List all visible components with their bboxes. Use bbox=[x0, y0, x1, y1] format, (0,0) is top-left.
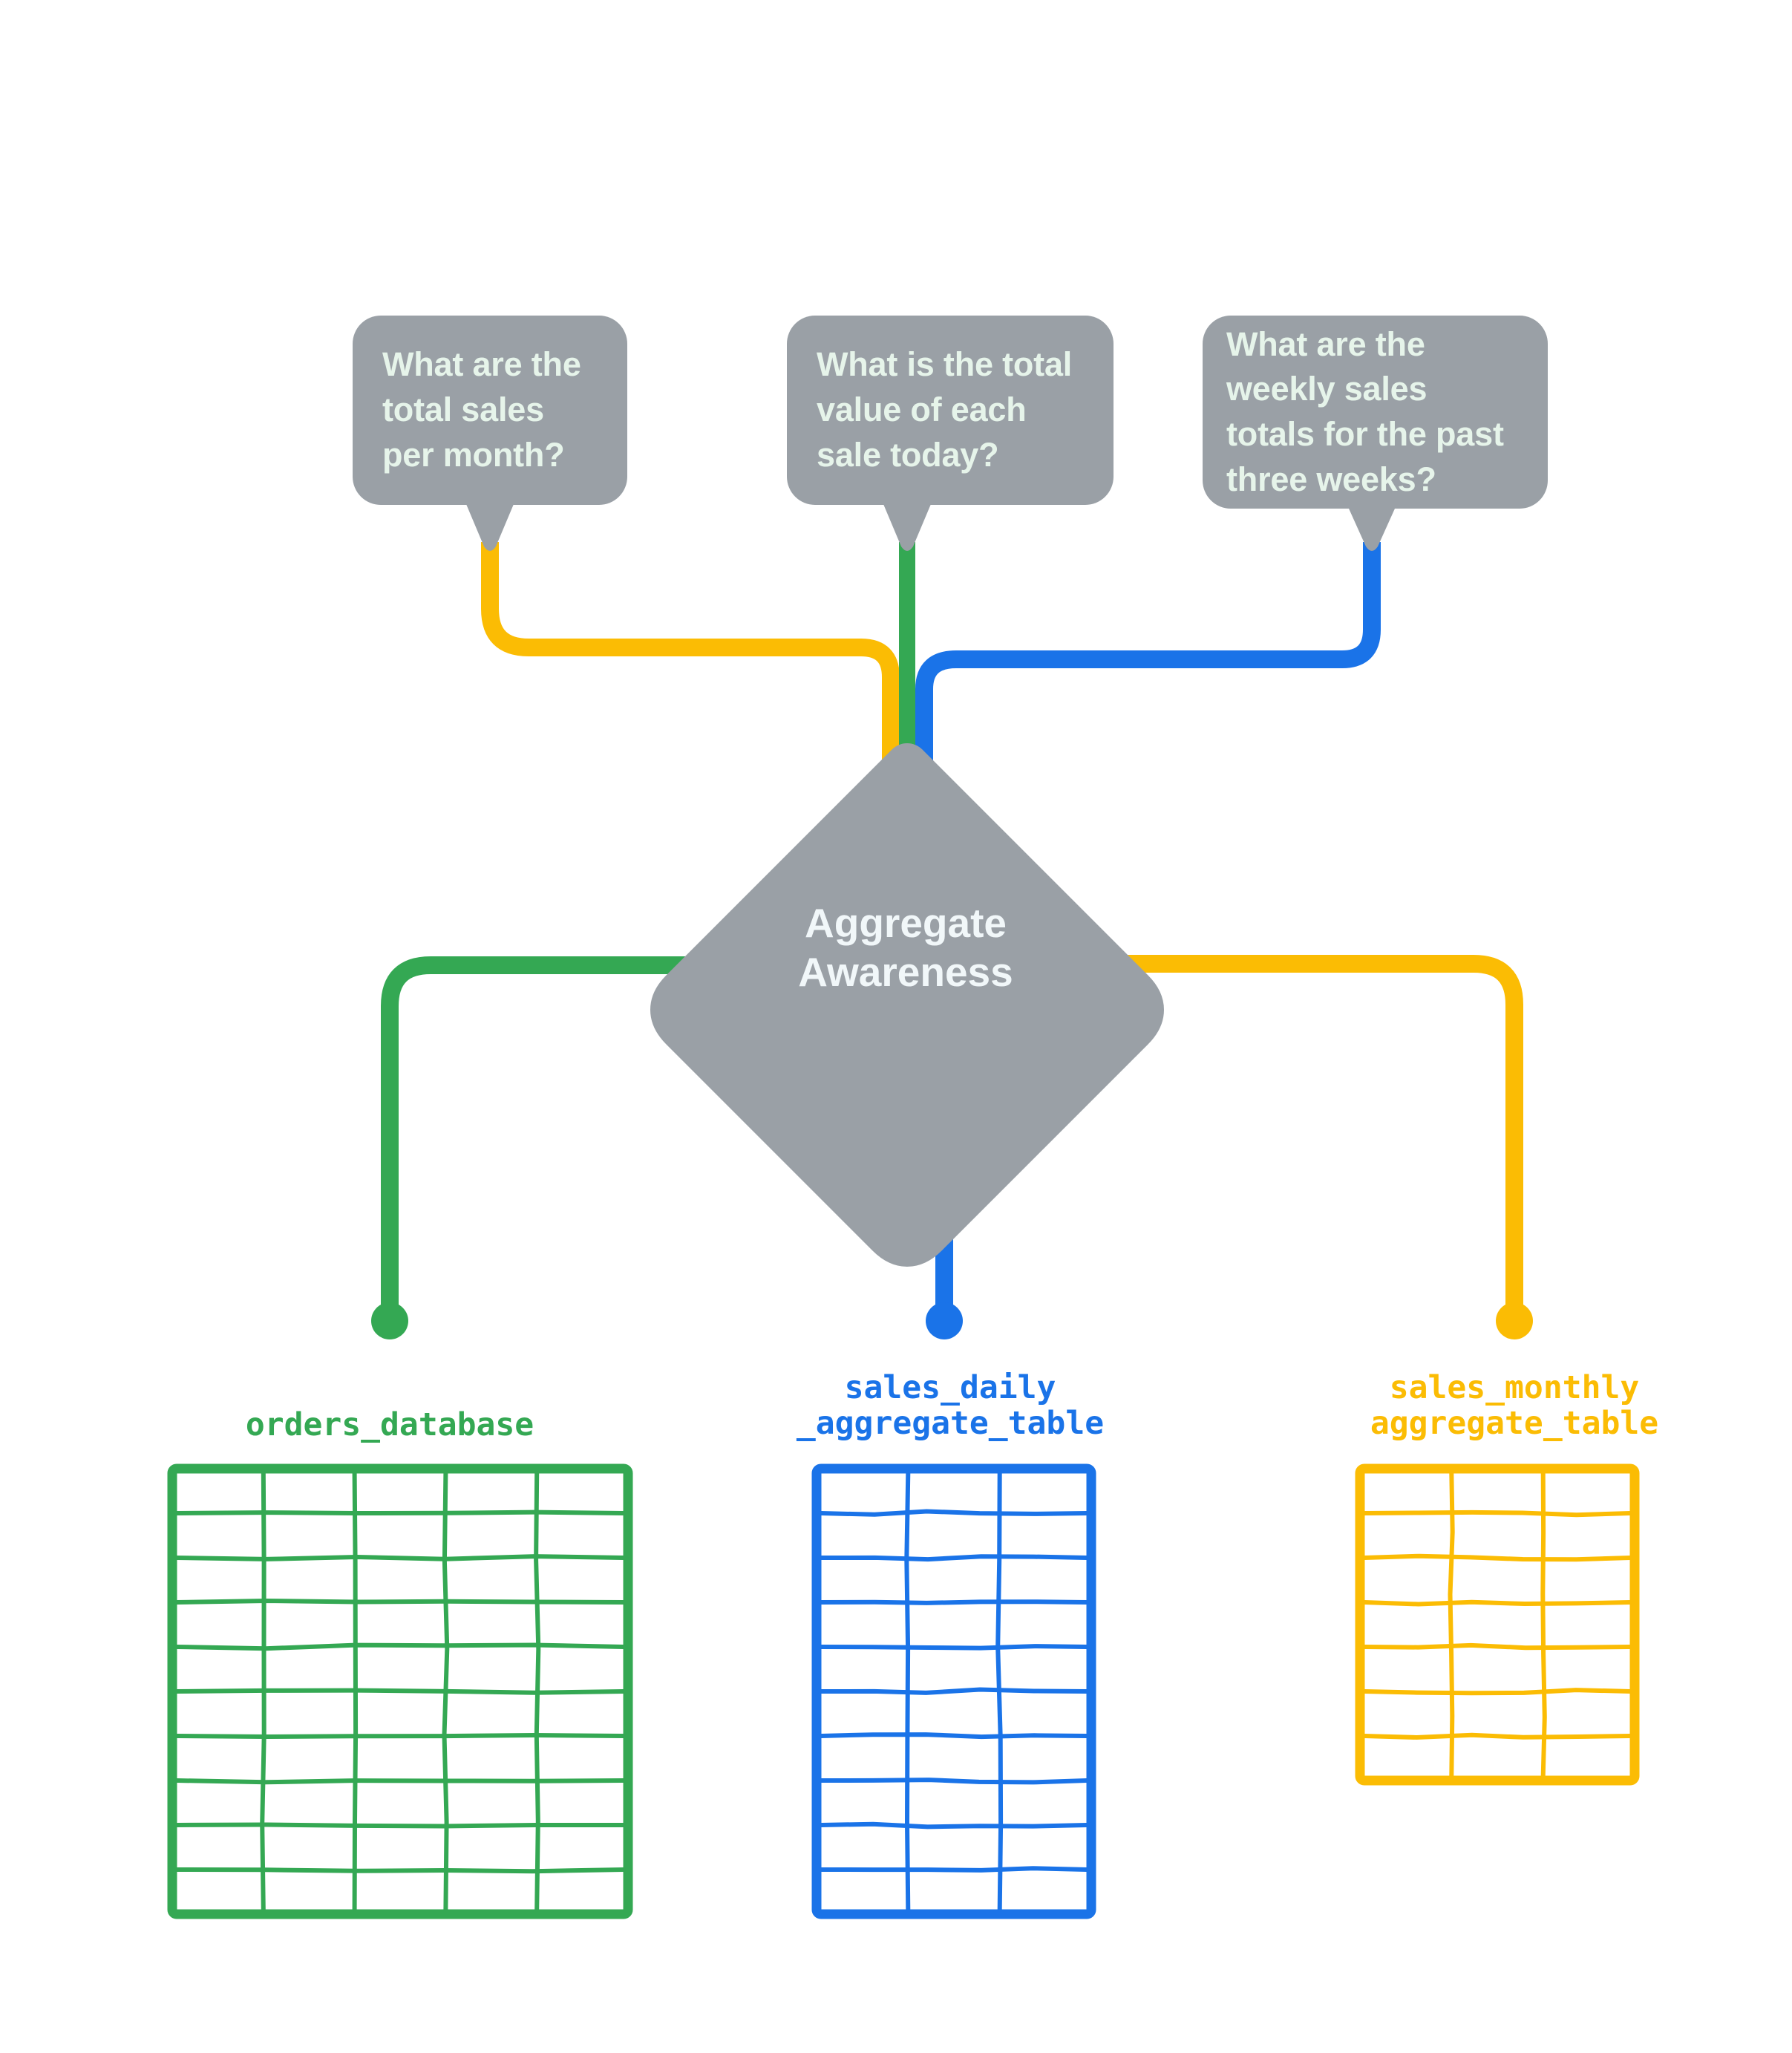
endpoint-dot-green bbox=[371, 1302, 408, 1339]
table-grid-line bbox=[1362, 1732, 1632, 1740]
table-grid-line bbox=[819, 1599, 1089, 1605]
table-caption-sales-daily-aggregate-table: sales_daily _aggregate_table bbox=[796, 1369, 1105, 1443]
endpoint-dot-blue bbox=[926, 1302, 963, 1339]
table-outer-border bbox=[811, 1463, 1096, 1919]
table-grid-line bbox=[174, 1598, 626, 1605]
question-bubble-weekly-text: What are the weekly sales totals for the… bbox=[1226, 324, 1504, 498]
question-bubble-weekly[interactable]: What are the weekly sales totals for the… bbox=[1203, 316, 1548, 509]
table-grid-line bbox=[1362, 1599, 1632, 1607]
table-grid-sales-daily-aggregate-table[interactable] bbox=[811, 1463, 1096, 1919]
table-grid-line bbox=[819, 1866, 1089, 1873]
table-grid-line bbox=[819, 1821, 1089, 1830]
table-outer-border bbox=[1355, 1463, 1640, 1786]
table-grid-line bbox=[1362, 1642, 1632, 1651]
table-grid-orders-database[interactable] bbox=[167, 1463, 633, 1919]
connector-yellow-top bbox=[481, 542, 900, 765]
table-grid-line bbox=[1362, 1688, 1632, 1696]
bubble-tail-daily bbox=[877, 490, 937, 551]
aggregate-awareness-diamond[interactable] bbox=[650, 743, 1164, 1267]
table-grid-line bbox=[819, 1732, 1089, 1740]
table-grid-line bbox=[174, 1867, 626, 1874]
table-grid-line bbox=[819, 1687, 1089, 1695]
connector-yellow-branch bbox=[1016, 955, 1523, 1318]
connector-blue-top bbox=[915, 542, 1381, 765]
table-grid-line bbox=[1362, 1509, 1632, 1518]
table-caption-sales-monthly-aggregate-table: sales_monthly aggregate_table bbox=[1370, 1369, 1659, 1443]
table-grid-line bbox=[819, 1509, 1089, 1517]
table-caption-orders-database: orders_database bbox=[245, 1406, 534, 1443]
table-grid-line bbox=[174, 1778, 626, 1785]
table-outer-border bbox=[167, 1463, 633, 1919]
table-grid-line bbox=[819, 1778, 1089, 1785]
table-grid-line bbox=[174, 1688, 626, 1695]
table-grid-line bbox=[174, 1509, 626, 1516]
table-grid-line bbox=[1540, 1471, 1547, 1778]
endpoint-dot-yellow bbox=[1496, 1302, 1533, 1339]
table-grid-line bbox=[1362, 1553, 1632, 1562]
table-grid-line bbox=[174, 1822, 626, 1829]
table-grid-line bbox=[1448, 1471, 1455, 1778]
question-bubble-monthly-text: What are the total sales per month? bbox=[382, 345, 581, 474]
table-grid-line bbox=[174, 1732, 626, 1740]
connector-green-branch bbox=[381, 956, 798, 1318]
question-bubble-monthly[interactable]: What are the total sales per month? bbox=[353, 316, 627, 505]
table-grid-sales-monthly-aggregate-table[interactable] bbox=[1355, 1463, 1640, 1786]
table-grid-line bbox=[819, 1554, 1089, 1562]
question-bubble-daily[interactable]: What is the total value of each sale tod… bbox=[787, 316, 1114, 505]
question-bubble-daily-text: What is the total value of each sale tod… bbox=[817, 345, 1073, 474]
table-grid-line bbox=[174, 1642, 626, 1651]
bubble-tail-monthly bbox=[460, 490, 520, 551]
table-grid-line bbox=[819, 1644, 1089, 1651]
table-grid-line bbox=[174, 1554, 626, 1561]
